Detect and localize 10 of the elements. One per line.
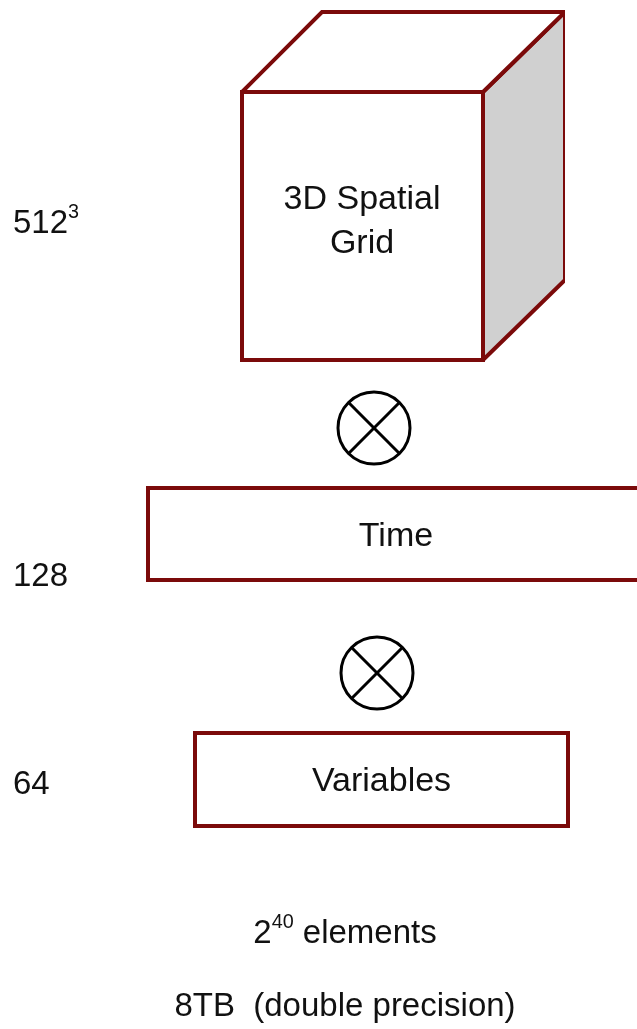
annotation-text: 128 xyxy=(13,558,69,591)
node-label: Time xyxy=(358,513,434,555)
rectangle-box xyxy=(146,486,637,582)
node-label: Variables xyxy=(311,759,452,801)
annotation-text: 2$^{40}$ elements xyxy=(253,915,437,948)
annotation-text: 8TB (double precision) xyxy=(174,988,516,1021)
annotation-text: 512$^{3}$ xyxy=(13,205,80,238)
rectangle-box xyxy=(193,731,570,828)
node-label: 3D Spatial Grid xyxy=(282,176,442,262)
annotation-text: 64 xyxy=(13,766,50,799)
